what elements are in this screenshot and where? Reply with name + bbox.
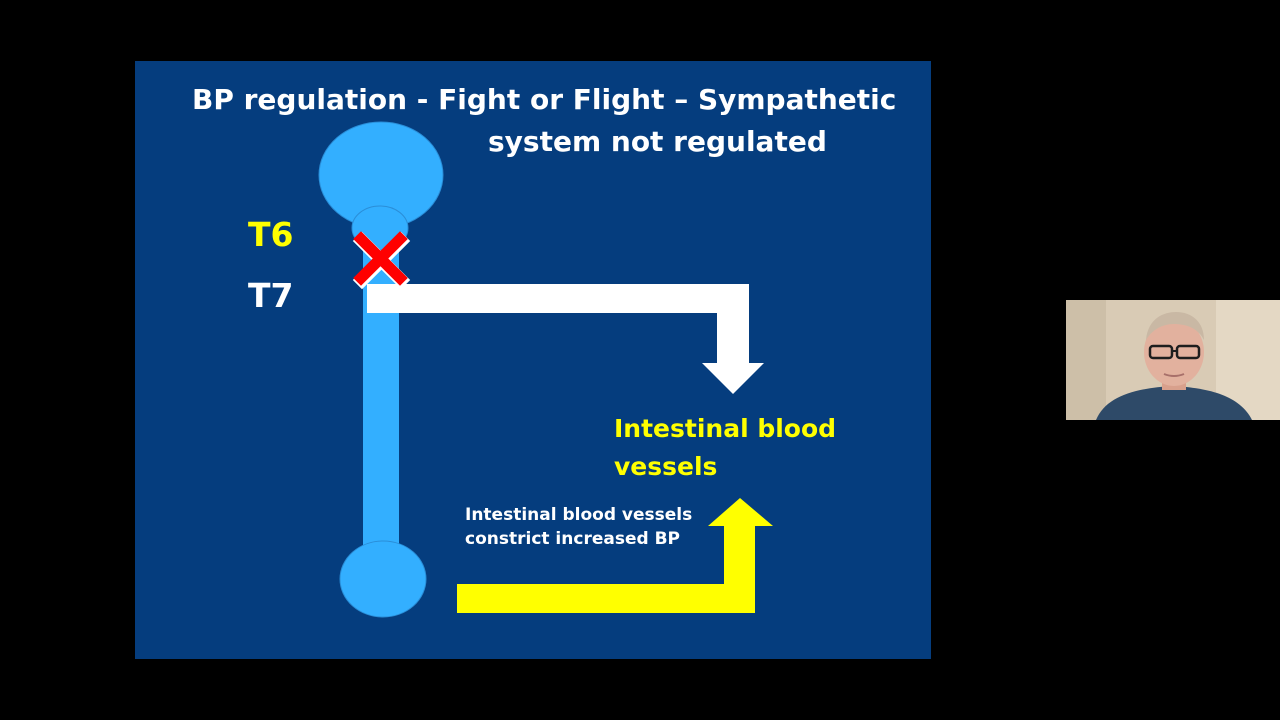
lower-cord-bulb [339, 540, 427, 618]
target-organ-label-line-2: vessels [614, 452, 718, 481]
bp-regulation-diagram [135, 61, 931, 659]
presentation-slide: BP regulation - Fight or Flight – Sympat… [135, 61, 931, 659]
effect-note-line-1: Intestinal blood vessels [465, 505, 693, 525]
presenter-webcam [1066, 300, 1280, 420]
red-x-icon [352, 231, 411, 290]
vertebra-label-t7: T7 [248, 276, 294, 315]
slide-title-line-2: system not regulated [488, 125, 827, 158]
target-organ-label-line-1: Intestinal blood [614, 414, 837, 443]
blood-pressure-feedback-arrow [457, 498, 773, 613]
vertebra-label-t6: T6 [248, 215, 294, 254]
slide-background [135, 61, 931, 659]
presenter-avatar [1066, 300, 1280, 420]
sympathetic-outflow-arrow [367, 284, 764, 394]
slide-title-line-1: BP regulation - Fight or Flight – Sympat… [192, 83, 897, 116]
effect-note-line-2: constrict increased BP [465, 529, 680, 549]
